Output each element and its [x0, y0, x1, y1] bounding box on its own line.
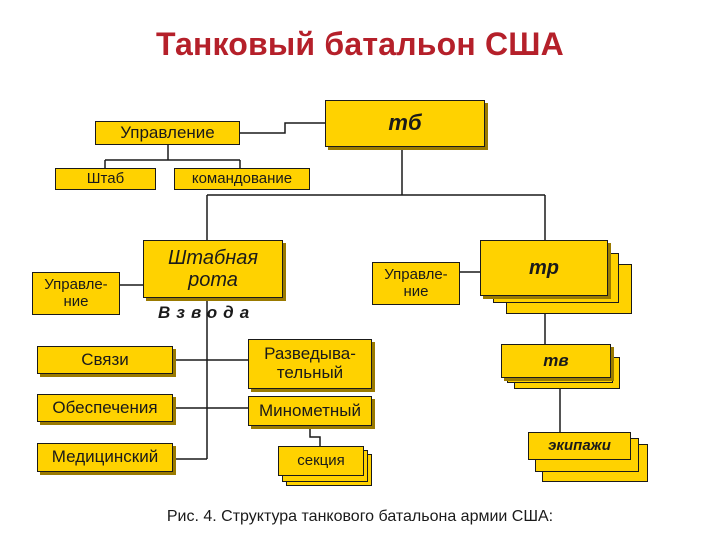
node-svyazi-label: Связи: [81, 349, 129, 369]
node-upravlenie-right: Управле- ние: [372, 262, 460, 305]
node-tb: тб: [325, 100, 485, 147]
node-shtabnaya-rota-line2: рота: [188, 269, 238, 291]
node-upravlenie: Управление: [95, 121, 240, 145]
node-razvedyvatelny: Разведыва- тельный: [248, 339, 372, 389]
node-razvedyvatelny-line2: тельный: [276, 363, 344, 382]
node-shtabnaya-rota: Штабная рота: [143, 240, 283, 298]
node-tv-label: тв: [543, 350, 569, 370]
node-minometny: Минометный: [248, 396, 372, 426]
node-ekipazhi: экипажи: [528, 432, 631, 460]
node-medicinsky-label: Медицинский: [51, 447, 159, 467]
node-obespecheniya-label: Обеспечения: [52, 397, 158, 417]
node-tv: тв: [501, 344, 611, 378]
node-tr-label: тр: [529, 257, 559, 279]
node-upravlenie-label: Управление: [120, 122, 215, 142]
node-svyazi: Связи: [37, 346, 173, 374]
node-shtabnaya-rota-line1: Штабная: [167, 247, 259, 269]
vzvoda-label: Взвода: [158, 303, 256, 322]
node-tr: тр: [480, 240, 608, 296]
node-ekipazhi-label: экипажи: [548, 436, 611, 454]
node-sekciya-label: секция: [297, 451, 345, 469]
node-upravlenie-left: Управле- ние: [32, 272, 120, 315]
node-sekciya: секция: [278, 446, 364, 476]
node-shtab: Штаб: [55, 168, 156, 190]
node-tb-label: тб: [388, 110, 422, 136]
node-upravlenie-left-line2: ние: [63, 292, 89, 310]
node-upravlenie-right-line2: ние: [403, 282, 429, 300]
figure-caption: Рис. 4. Структура танкового батальона ар…: [166, 508, 554, 525]
node-shtab-label: Штаб: [86, 169, 125, 187]
node-upravlenie-left-line1: Управле-: [44, 276, 108, 293]
node-komandovanie: командование: [174, 168, 310, 190]
node-obespecheniya: Обеспечения: [37, 394, 173, 422]
node-razvedyvatelny-line1: Разведыва-: [264, 344, 356, 364]
node-komandovanie-label: командование: [191, 169, 293, 187]
diagram-title: Танковый батальон США: [156, 26, 564, 62]
node-minometny-label: Минометный: [259, 400, 361, 420]
node-upravlenie-right-line1: Управле-: [384, 266, 448, 283]
node-medicinsky: Медицинский: [37, 443, 173, 472]
